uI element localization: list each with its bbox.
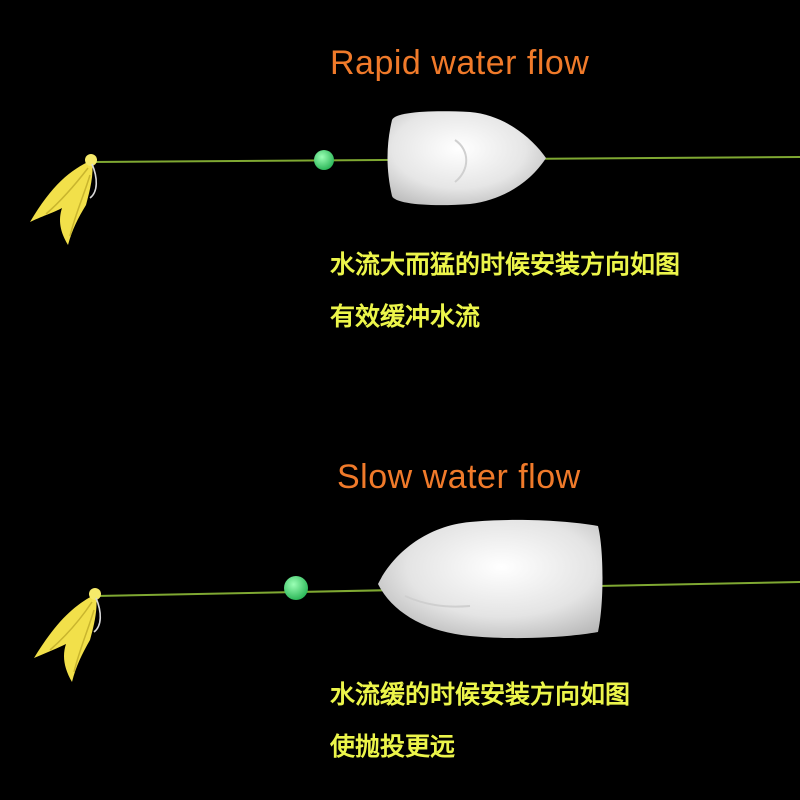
- slow-flow-caption-line1: 水流缓的时候安装方向如图: [330, 680, 631, 709]
- slow-rig-illustration: [34, 519, 800, 682]
- rapid-flow-panel: Rapid water flow 水流大而猛的时候安装方向如图 有效缓冲水流: [30, 44, 800, 331]
- slow-flow-caption-line2: 使抛投更远: [330, 732, 456, 761]
- feather-jig-lure-icon: [30, 154, 98, 245]
- glow-bead-icon: [314, 150, 334, 170]
- feather-jig-lure-icon: [34, 588, 102, 682]
- bullet-float-icon: [378, 519, 603, 639]
- glow-bead-icon: [284, 576, 308, 600]
- slow-flow-panel: Slow water flow 水流缓的时候安装方向如图 使抛投更远: [0, 400, 800, 800]
- rapid-flow-caption-line2: 有效缓冲水流: [330, 302, 481, 331]
- rapid-flow-heading: Rapid water flow: [330, 44, 590, 82]
- slow-flow-heading: Slow water flow: [337, 458, 581, 496]
- rapid-rig-illustration: [30, 111, 800, 245]
- rapid-flow-caption-line1: 水流大而猛的时候安装方向如图: [330, 250, 681, 279]
